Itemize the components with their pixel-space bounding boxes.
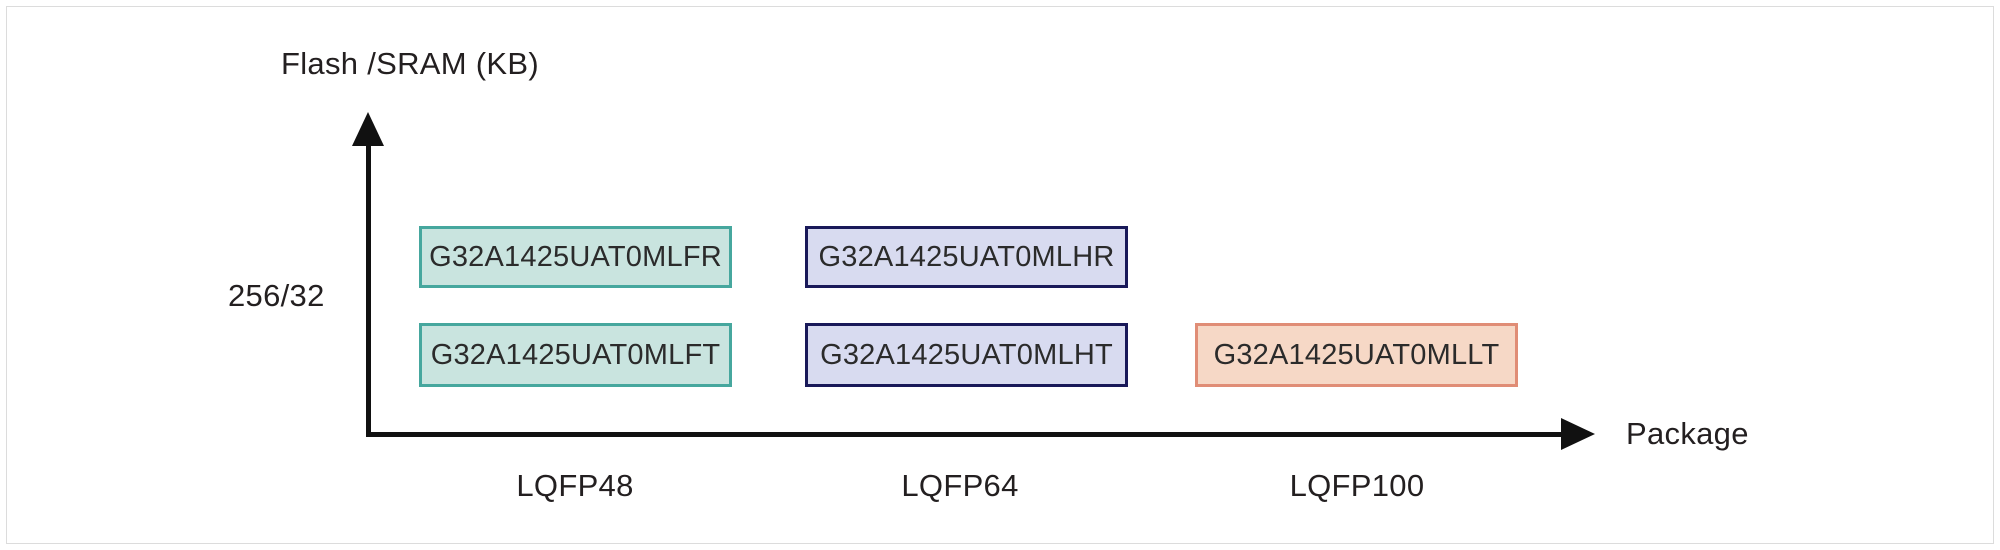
- part-number-box[interactable]: G32A1425UAT0MLLT: [1195, 323, 1518, 387]
- x-axis-line: [366, 432, 1566, 437]
- part-number-box[interactable]: G32A1425UAT0MLFT: [419, 323, 732, 387]
- x-axis-tick-label-2: LQFP100: [1289, 468, 1425, 503]
- y-axis-arrowhead-icon: [352, 112, 384, 146]
- y-axis-tick-label-0: 256/32: [228, 278, 325, 313]
- x-axis-tick-label-0: LQFP48: [516, 468, 634, 503]
- y-axis-title: Flash /SRAM (KB): [281, 46, 540, 81]
- x-axis-arrowhead-icon: [1561, 418, 1595, 450]
- part-number-box[interactable]: G32A1425UAT0MLHT: [805, 323, 1128, 387]
- part-number-box[interactable]: G32A1425UAT0MLHR: [805, 226, 1128, 288]
- part-number-box[interactable]: G32A1425UAT0MLFR: [419, 226, 732, 288]
- x-axis-tick-label-1: LQFP64: [901, 468, 1019, 503]
- x-axis-title: Package: [1626, 416, 1749, 451]
- y-axis-line: [366, 138, 371, 437]
